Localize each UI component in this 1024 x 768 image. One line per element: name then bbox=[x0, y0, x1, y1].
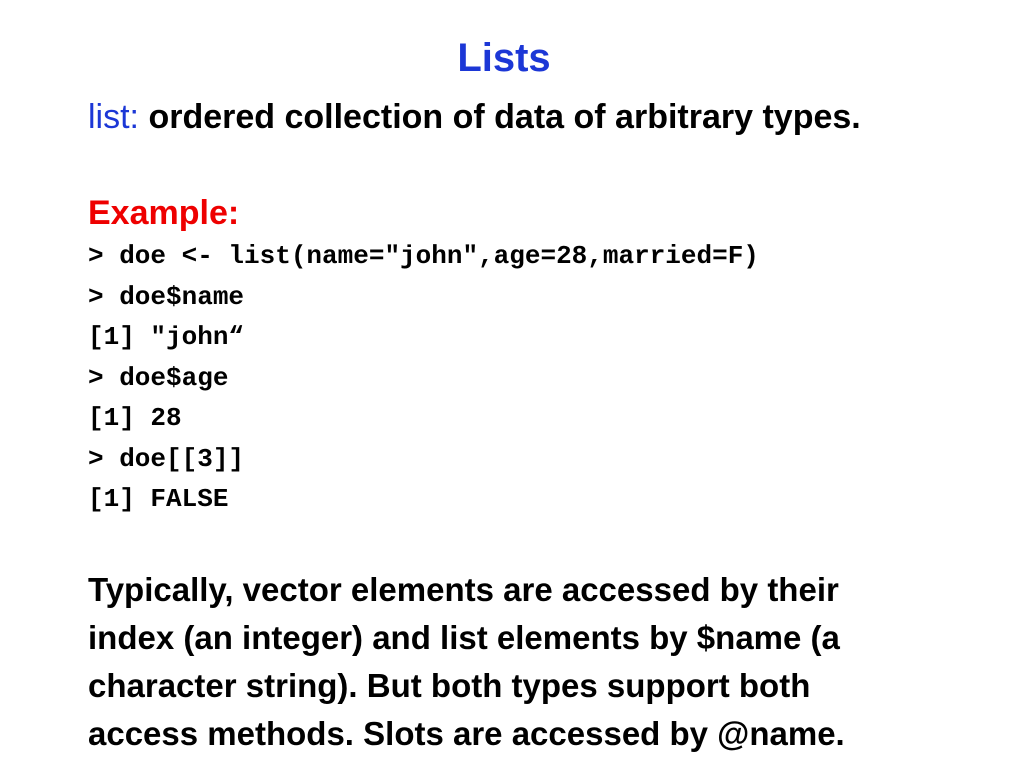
definition-text: ordered collection of data of arbitrary … bbox=[148, 98, 861, 136]
explanation-paragraph: Typically, vector elements are accessed … bbox=[88, 566, 1018, 758]
definition-term: list: bbox=[88, 98, 139, 136]
code-line: > doe <- list(name="john",age=28,married… bbox=[88, 241, 759, 271]
paragraph-line: Typically, vector elements are accessed … bbox=[88, 571, 839, 608]
list-definition: list: ordered collection of data of arbi… bbox=[88, 96, 861, 138]
code-line: > doe$name bbox=[88, 281, 245, 312]
code-line: [1] FALSE bbox=[88, 484, 229, 514]
example-heading: Example: bbox=[88, 194, 240, 232]
slide-title: Lists bbox=[457, 36, 551, 80]
paragraph-line: character string). But both types suppor… bbox=[88, 667, 811, 704]
paragraph-line: index (an integer) and list elements by … bbox=[88, 619, 840, 656]
paragraph-line: access methods. Slots are accessed by @n… bbox=[88, 715, 845, 752]
code-line: > doe[[3]] bbox=[88, 443, 245, 474]
code-example: > doe <- list(name="john",age=28,married… bbox=[88, 236, 759, 520]
code-line: > doe$age bbox=[88, 362, 229, 393]
code-line: [1] 28 bbox=[88, 403, 182, 433]
code-line: [1] "john“ bbox=[88, 322, 245, 352]
